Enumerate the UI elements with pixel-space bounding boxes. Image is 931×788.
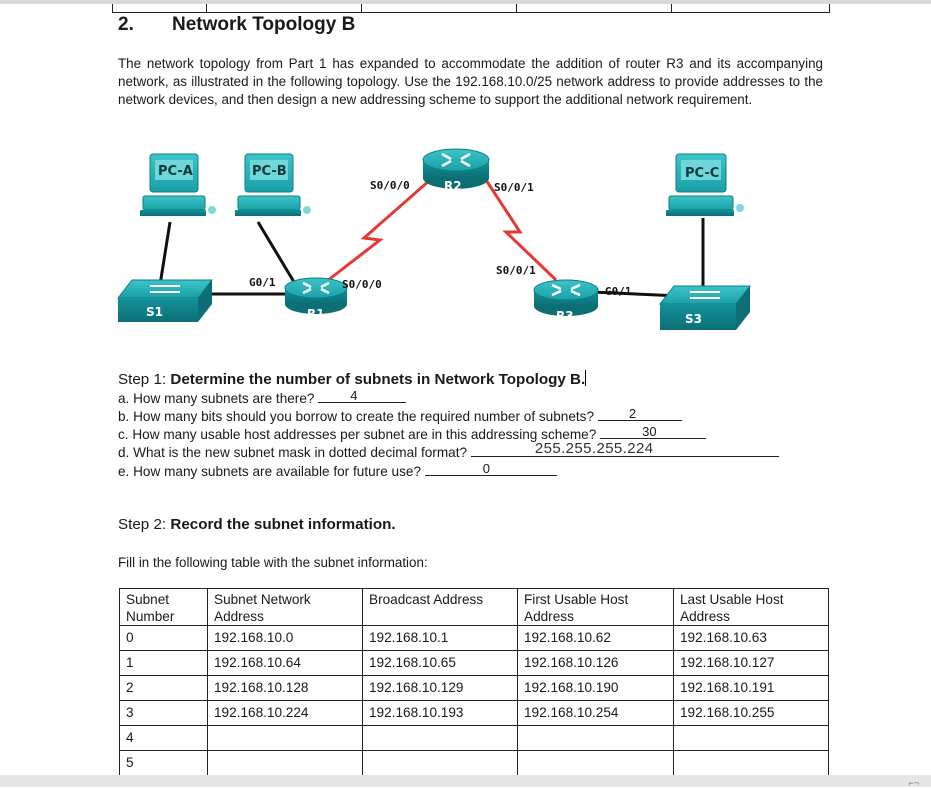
pc-a-icon	[140, 153, 216, 216]
table-header-row: Subnet Number Subnet Network Address Bro…	[119, 588, 829, 626]
table-instruction: Fill in the following table with the sub…	[118, 555, 428, 570]
switch-s1-icon	[116, 279, 214, 322]
question-b: b. How many bits should you borrow to cr…	[118, 406, 682, 424]
question-d: d. What is the new subnet mask in dotted…	[118, 440, 779, 460]
section-title: Network Topology B	[172, 14, 356, 35]
router-r1-icon	[284, 277, 348, 314]
pc-c-label: PC-C	[685, 166, 719, 181]
answer-d-field[interactable]: 255.255.255.224	[470, 440, 779, 457]
r1-s000-label: S0/0/0	[342, 278, 382, 291]
r2-s000-label: S0/0/0	[370, 179, 410, 192]
resize-grip-icon[interactable]: ⌐¬	[908, 778, 919, 788]
router-r3-icon	[533, 279, 599, 316]
step2-prefix: Step 2:	[118, 516, 171, 533]
step1-prefix: Step 1:	[118, 371, 171, 388]
window-bottom-edge	[0, 775, 931, 787]
serial-links	[317, 178, 558, 290]
section-heading: 2. Network Topology B	[118, 14, 355, 36]
header-subnet-number: Subnet Number	[119, 588, 208, 626]
r1-label: R1	[307, 307, 325, 321]
text-cursor	[585, 370, 587, 386]
answer-e-field[interactable]: 0	[424, 461, 557, 476]
answer-c-field[interactable]: 30	[600, 424, 707, 439]
answer-a-field[interactable]: 4	[318, 388, 407, 403]
table-row: 0 192.168.10.0 192.168.10.1 192.168.10.6…	[119, 625, 829, 651]
question-c: c. How many usable host addresses per su…	[118, 424, 707, 442]
pc-c-icon	[666, 153, 744, 216]
r3-s001-label: S0/0/1	[496, 264, 536, 277]
r1-g01-label: G0/1	[249, 276, 276, 289]
s3-label: S3	[685, 312, 702, 326]
header-broadcast-address: Broadcast Address	[362, 588, 518, 626]
pc-b-label: PC-B	[252, 164, 287, 179]
header-first-host: First Usable Host Address	[517, 588, 674, 626]
table-row: 5	[119, 750, 829, 776]
network-topology-diagram: PC-A PC-B PC-C S1 S3 R1	[116, 148, 752, 330]
pc-b-icon	[235, 153, 311, 216]
s1-label: S1	[146, 305, 163, 319]
intro-paragraph: The network topology from Part 1 has exp…	[118, 56, 823, 107]
question-e: e. How many subnets are available for fu…	[118, 461, 557, 479]
pc-a-label: PC-A	[158, 164, 193, 179]
r3-g01-label: G0/1	[605, 285, 632, 298]
previous-table-bottom	[112, 4, 830, 13]
ethernet-cables	[158, 218, 705, 298]
subnet-table: Subnet Number Subnet Network Address Bro…	[119, 588, 829, 776]
header-network-address: Subnet Network Address	[207, 588, 363, 626]
r2-s001-label: S0/0/1	[494, 181, 534, 194]
header-last-host: Last Usable Host Address	[673, 588, 829, 626]
section-number: 2.	[118, 14, 134, 35]
switch-s3-icon	[658, 285, 752, 330]
step1-heading: Step 1: Determine the number of subnets …	[118, 370, 587, 388]
table-row: 3 192.168.10.224 192.168.10.193 192.168.…	[119, 700, 829, 726]
question-a: a. How many subnets are there? 4	[118, 388, 407, 406]
window-top-edge	[0, 0, 931, 4]
step1-title: Determine the number of subnets in Netwo…	[170, 371, 586, 388]
table-row: 4	[119, 725, 829, 751]
r2-label: R2	[444, 179, 462, 193]
router-r2-icon	[422, 148, 490, 189]
step2-heading: Step 2: Record the subnet information.	[118, 516, 396, 533]
table-row: 1 192.168.10.64 192.168.10.65 192.168.10…	[119, 650, 829, 676]
r3-label: R3	[556, 309, 574, 323]
step2-title: Record the subnet information.	[170, 516, 396, 533]
table-row: 2 192.168.10.128 192.168.10.129 192.168.…	[119, 675, 829, 701]
answer-b-field[interactable]: 2	[597, 406, 682, 421]
